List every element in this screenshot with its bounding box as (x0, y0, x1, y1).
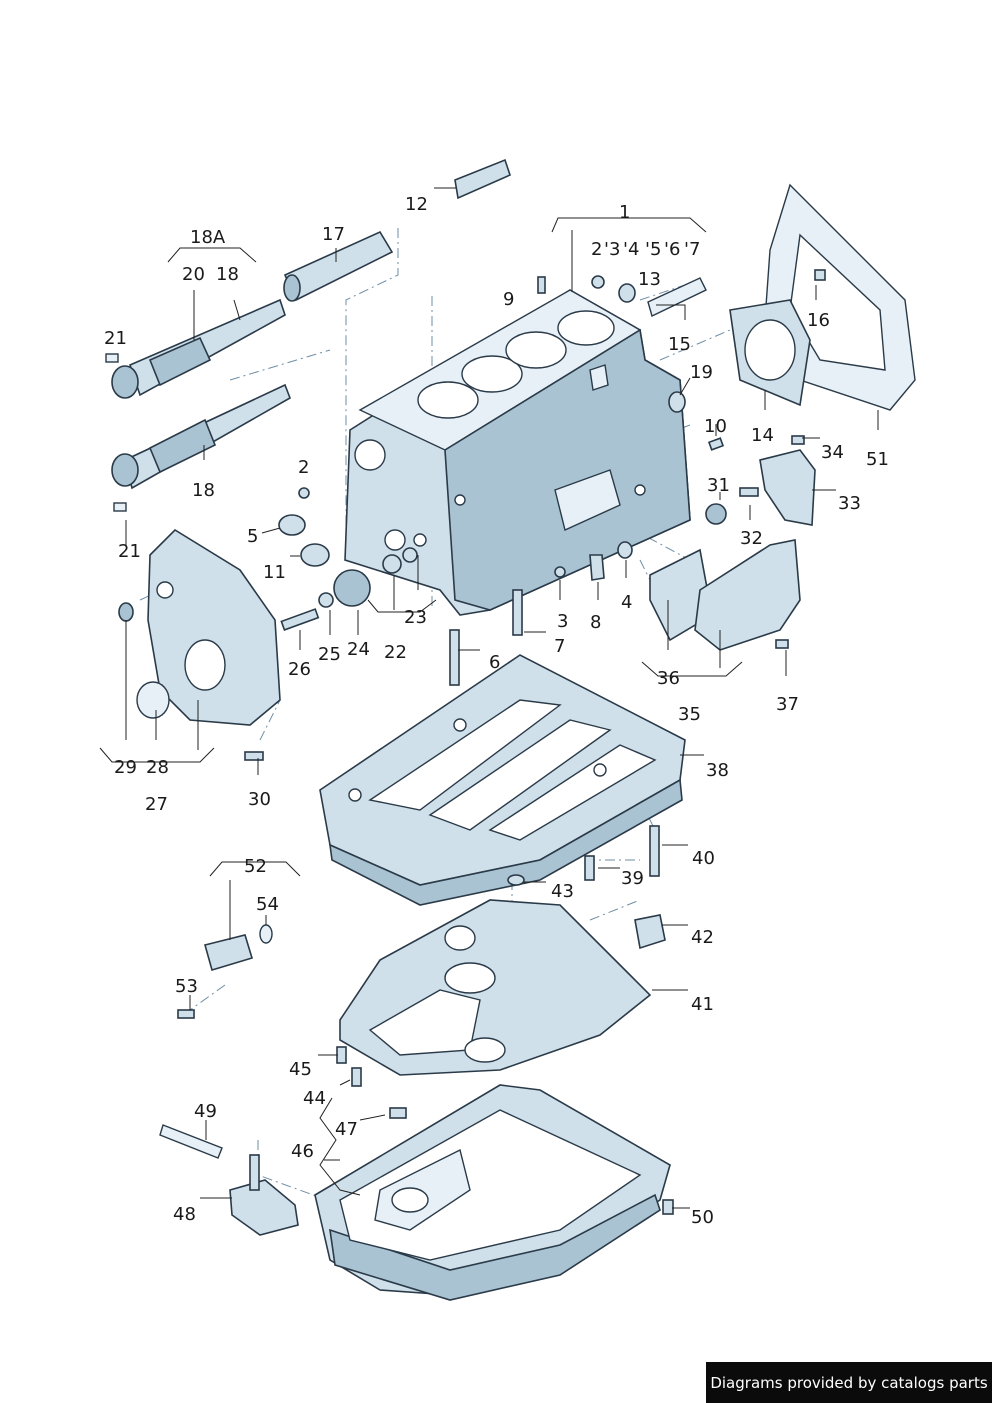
label-21-top: 21 (104, 328, 127, 349)
rear-gasket-and-seal (668, 183, 916, 451)
label-18-top: 18 (216, 264, 239, 285)
label-1: 1 (619, 202, 630, 223)
label-14: 14 (751, 425, 774, 446)
label-46: 46 (291, 1141, 314, 1162)
engine-block (344, 289, 691, 616)
label-27: 27 (145, 794, 168, 815)
label-21-left: 21 (118, 541, 141, 562)
label-10: 10 (704, 416, 727, 437)
label-54: 54 (256, 894, 279, 915)
label-53: 53 (175, 976, 198, 997)
label-33: 33 (838, 493, 861, 514)
label-24: 24 (347, 639, 370, 660)
label-52: 52 (244, 856, 267, 877)
label-4-right: 4 (621, 592, 632, 613)
label-49: 49 (194, 1101, 217, 1122)
label-6-top: '6 (664, 239, 680, 260)
label-4-top: '4 (623, 239, 639, 260)
label-45: 45 (289, 1059, 312, 1080)
label-32: 32 (740, 528, 763, 549)
oil-pan (159, 1084, 674, 1301)
label-37: 37 (776, 694, 799, 715)
label-5-top: '5 (645, 239, 661, 260)
label-29: 29 (114, 757, 137, 778)
label-38: 38 (706, 760, 729, 781)
label-30: 30 (248, 789, 271, 810)
label-11: 11 (263, 562, 286, 583)
label-9: 9 (503, 289, 514, 310)
label-41: 41 (691, 994, 714, 1015)
label-50: 50 (691, 1207, 714, 1228)
label-16: 16 (807, 310, 830, 331)
label-15: 15 (668, 334, 691, 355)
label-5-left: 5 (247, 526, 258, 547)
label-2-left: 2 (298, 457, 309, 478)
label-18a: 18A (190, 227, 226, 248)
label-35: 35 (678, 704, 701, 725)
label-19: 19 (690, 362, 713, 383)
label-48: 48 (173, 1204, 196, 1225)
label-8: 8 (590, 612, 601, 633)
label-17: 17 (322, 224, 345, 245)
timing-cover (118, 487, 523, 761)
label-3-top: '3 (604, 239, 620, 260)
label-3-right: 3 (557, 611, 568, 632)
ladder-frame (319, 654, 686, 906)
label-51: 51 (866, 449, 889, 470)
label-43: 43 (551, 881, 574, 902)
label-13: 13 (638, 269, 661, 290)
provider-caption-text: Diagrams provided by catalogs parts (710, 1373, 988, 1392)
label-36: 36 (657, 668, 680, 689)
label-12: 12 (405, 194, 428, 215)
provider-caption-banner: Diagrams provided by catalogs parts (706, 1362, 992, 1403)
label-23: 23 (404, 607, 427, 628)
label-20: 20 (182, 264, 205, 285)
part-labels: 1 2 '3 '4 '5 '6 '7 12 17 18A 20 18 9 13 … (104, 194, 889, 1228)
balance-shafts (105, 298, 291, 512)
small-parts-top (283, 158, 707, 317)
oil-baffle (177, 825, 666, 1087)
label-26: 26 (288, 659, 311, 680)
label-2-top: 2 (591, 239, 602, 260)
label-7-right: 7 (554, 636, 565, 657)
label-25: 25 (318, 644, 341, 665)
label-18-left: 18 (192, 480, 215, 501)
leader-lines (99, 187, 879, 1209)
label-39: 39 (621, 868, 644, 889)
label-7-top: '7 (684, 239, 700, 260)
label-34: 34 (821, 442, 844, 463)
label-40: 40 (692, 848, 715, 869)
label-22: 22 (384, 642, 407, 663)
label-42: 42 (691, 927, 714, 948)
label-44: 44 (303, 1088, 326, 1109)
label-47: 47 (335, 1119, 358, 1140)
right-side-parts (554, 435, 816, 651)
label-6-right: 6 (489, 652, 500, 673)
label-28: 28 (146, 757, 169, 778)
label-31: 31 (707, 475, 730, 496)
